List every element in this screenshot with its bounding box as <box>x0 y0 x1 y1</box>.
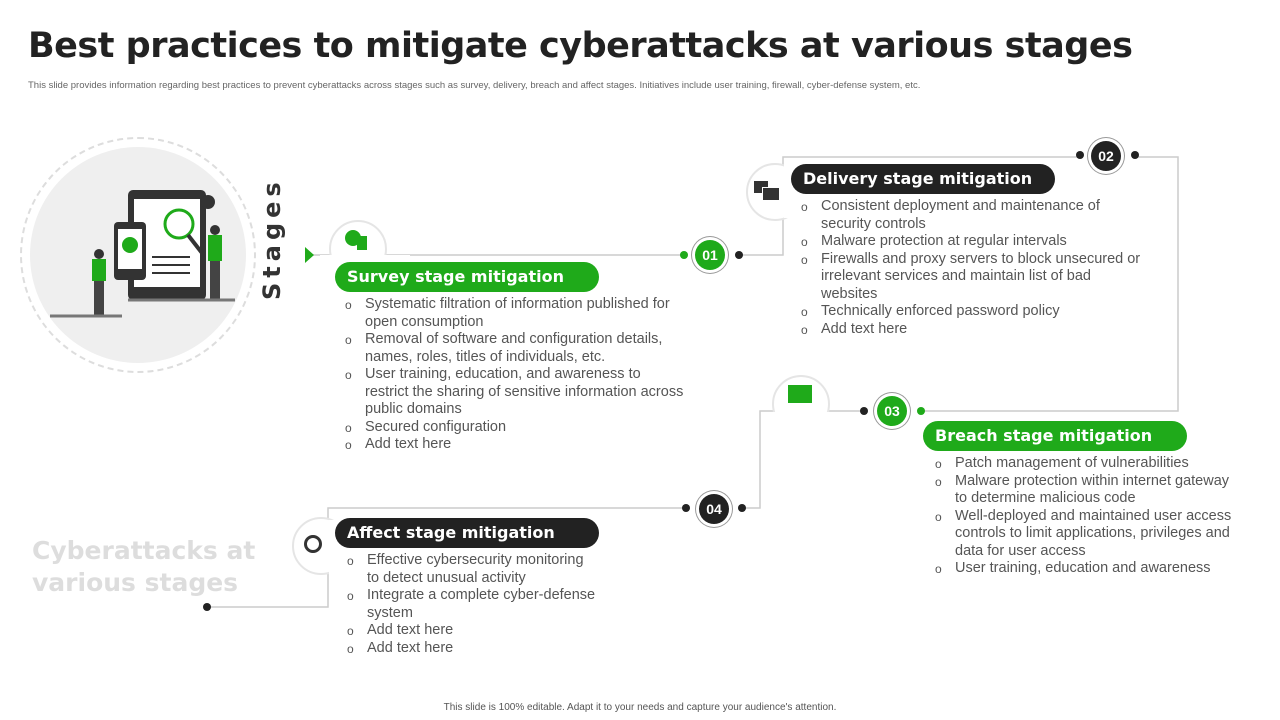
list-item: Add text here <box>347 640 597 658</box>
delivery-stage-list: Consistent deployment and maintenance of… <box>801 198 1141 338</box>
illustration-bg <box>30 147 246 363</box>
list-item: Removal of software and configuration de… <box>345 331 685 366</box>
list-item: Effective cybersecurity monitoring to de… <box>347 552 597 587</box>
list-item: User training, education and awareness <box>935 560 1245 578</box>
list-item: Firewalls and proxy servers to block uns… <box>801 251 1141 304</box>
end-dot <box>203 603 211 611</box>
survey-stage-list: Systematic filtration of information pub… <box>345 296 685 454</box>
breach-stage-title: Breach stage mitigation <box>923 421 1187 451</box>
list-item: Technically enforced password policy <box>801 303 1141 321</box>
list-item: Well-deployed and maintained user access… <box>935 508 1245 561</box>
stage-number-01: 01 <box>695 240 725 270</box>
list-item: Add text here <box>801 321 1141 339</box>
illustration-ring <box>20 137 256 373</box>
stages-label: Stages <box>258 177 286 300</box>
delivery-stage-title: Delivery stage mitigation <box>791 164 1055 194</box>
stage-number-04: 04 <box>699 494 729 524</box>
list-item: Add text here <box>347 622 597 640</box>
list-item: Malware protection within internet gatew… <box>935 473 1245 508</box>
list-item: Secured configuration <box>345 419 685 437</box>
page-title: Best practices to mitigate cyberattacks … <box>28 26 1133 66</box>
stage-number-03: 03 <box>877 396 907 426</box>
affect-stage-title: Affect stage mitigation <box>335 518 599 548</box>
list-item: Consistent deployment and maintenance of… <box>801 198 1141 233</box>
list-item: Add text here <box>345 436 685 454</box>
list-item: Systematic filtration of information pub… <box>345 296 685 331</box>
side-label: Cyberattacks at various stages <box>32 536 256 597</box>
subtitle: This slide provides information regardin… <box>28 80 921 91</box>
list-item: User training, education, and awareness … <box>345 366 685 419</box>
list-item: Patch management of vulnerabilities <box>935 455 1245 473</box>
affect-stage-list: Effective cybersecurity monitoring to de… <box>347 552 597 657</box>
breach-stage-list: Patch management of vulnerabilities Malw… <box>935 455 1245 578</box>
stage-number-02: 02 <box>1091 141 1121 171</box>
list-item: Integrate a complete cyber-defense syste… <box>347 587 597 622</box>
list-item: Malware protection at regular intervals <box>801 233 1141 251</box>
survey-stage-title: Survey stage mitigation <box>335 262 599 292</box>
footer-note: This slide is 100% editable. Adapt it to… <box>443 702 837 713</box>
security-analysis-illustration <box>50 190 235 318</box>
arrow-marker <box>305 247 314 263</box>
